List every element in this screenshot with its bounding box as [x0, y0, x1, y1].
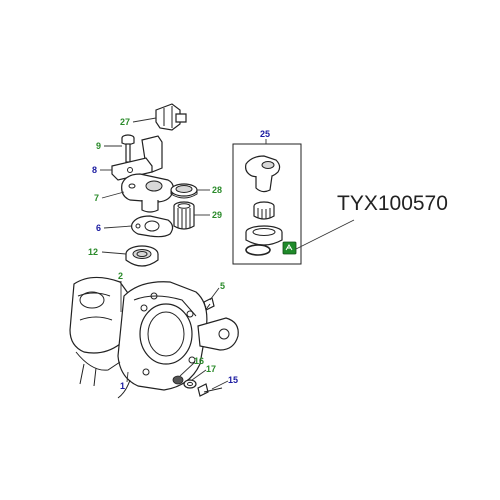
callout-28: 28 [212, 185, 222, 195]
part-15-bolt [197, 383, 223, 397]
part-29-needle-bearing [173, 201, 195, 230]
part-28-seal [170, 183, 198, 199]
part-7-cover [121, 173, 174, 213]
callout-2: 2 [118, 271, 123, 281]
callout-25: 25 [260, 129, 270, 139]
callout-16: 16 [194, 356, 204, 366]
callout-27: 27 [120, 117, 130, 127]
part-25-kit [232, 143, 302, 265]
callout-6: 6 [96, 223, 101, 233]
callout-12: 12 [88, 247, 98, 257]
part-16-plug [172, 375, 184, 385]
part-8-bracket [111, 135, 163, 181]
callout-15: 15 [228, 375, 238, 385]
part-9-bolt [121, 134, 135, 163]
leader-lines [100, 117, 267, 390]
callout-9: 9 [96, 141, 101, 151]
callout-1: 1 [120, 381, 125, 391]
callout-5: 5 [220, 281, 225, 291]
kit-25-frame [232, 143, 302, 265]
part-12-bearing [125, 245, 159, 267]
part-number-leader [295, 219, 355, 250]
callout-17: 17 [206, 364, 216, 374]
part-1-housing [69, 276, 239, 399]
callout-8: 8 [92, 165, 97, 175]
part-27-clip [155, 103, 187, 131]
callout-29: 29 [212, 210, 222, 220]
part-17-washer [183, 379, 197, 389]
part-number-label: TYX100570 [337, 192, 448, 215]
callout-7: 7 [94, 193, 99, 203]
part-6-gasket [131, 215, 174, 238]
callout-labels: 27 9 8 7 6 12 25 28 29 2 5 1 16 17 15 [88, 117, 270, 391]
